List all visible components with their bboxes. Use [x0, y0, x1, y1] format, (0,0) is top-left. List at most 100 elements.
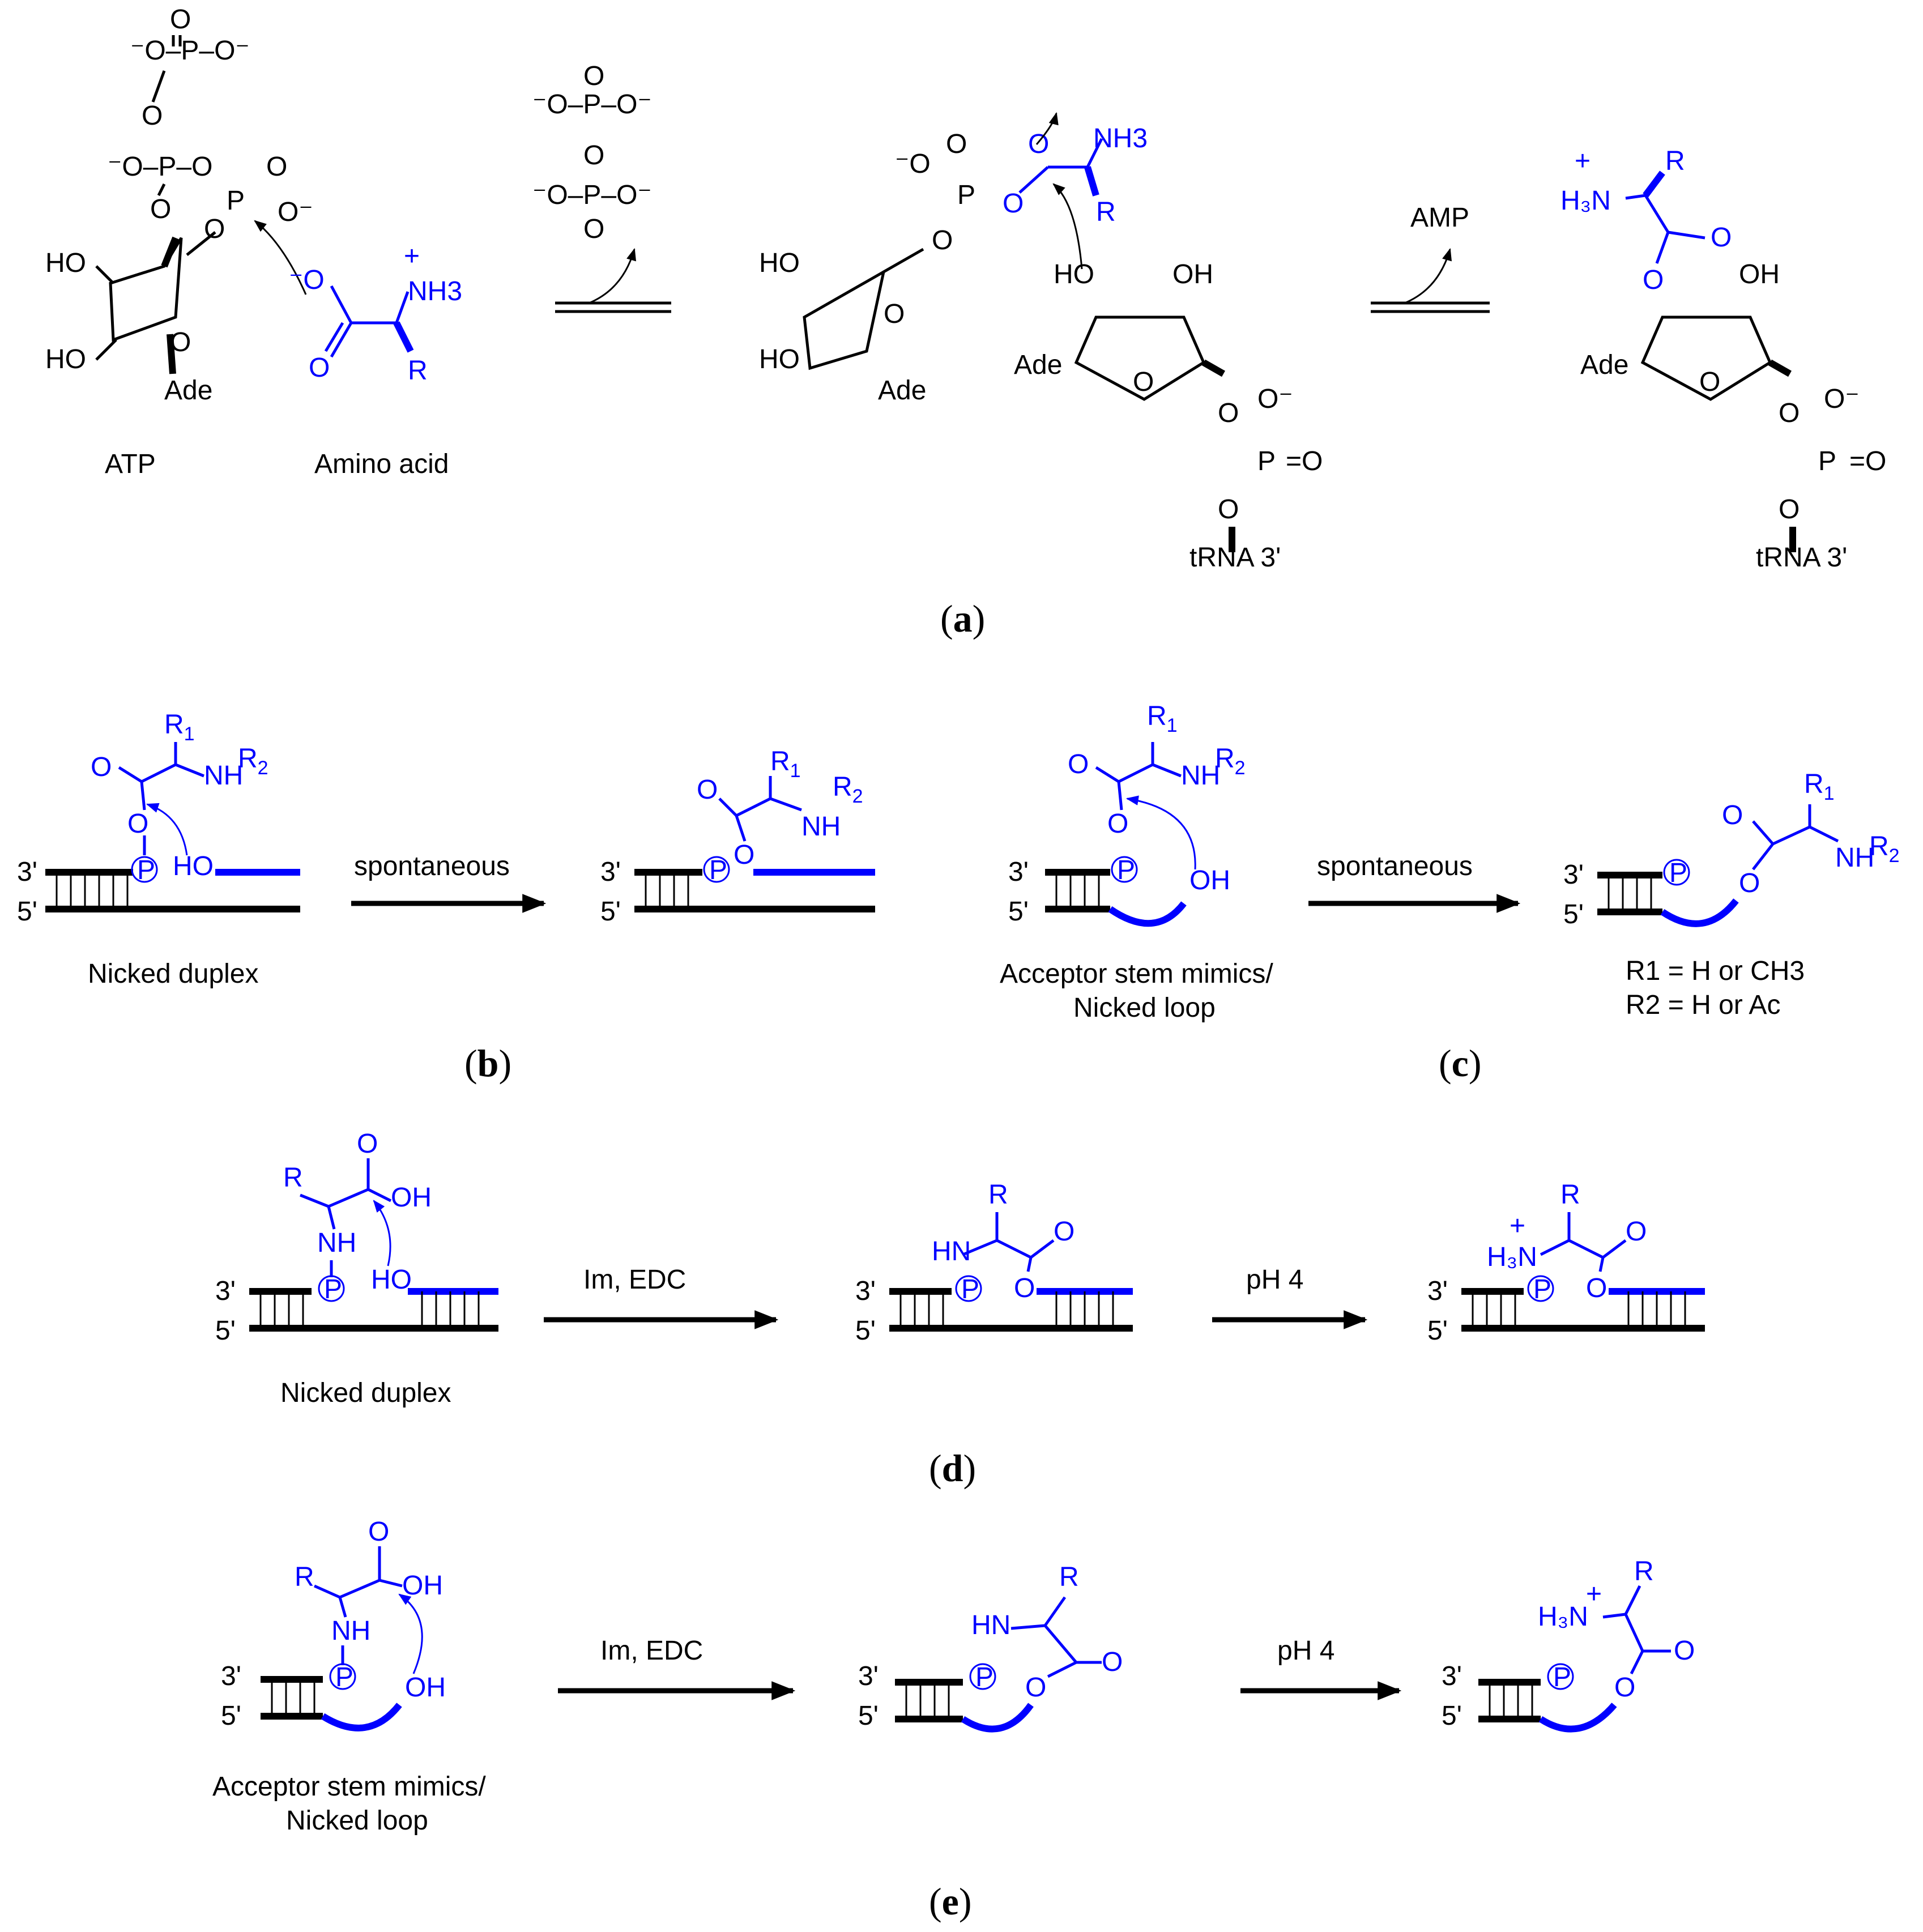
- nicked-duplex-d1: P HO 3' 5' NH R O OH Nicked duplex: [215, 1129, 498, 1408]
- svg-text:R: R: [1634, 1556, 1654, 1586]
- svg-text:O: O: [1614, 1673, 1635, 1703]
- svg-text:P: P: [335, 1662, 353, 1692]
- nicked-loop-label-c: Nicked loop: [1073, 993, 1216, 1023]
- ade-label-1: Ade: [164, 376, 212, 406]
- nh3-label-2: NH3: [1093, 123, 1148, 153]
- amino-acid-molecule: ⁻O O NH3 + R: [289, 241, 462, 386]
- svg-text:R: R: [988, 1180, 1008, 1210]
- product-e2: P 3' 5' H₃N + R O O: [1442, 1556, 1695, 1733]
- svg-text:R1: R1: [770, 747, 801, 782]
- arrow-label-d1: Im, EDC: [583, 1265, 686, 1295]
- svg-text:H₃N: H₃N: [1487, 1242, 1537, 1272]
- oh-group-1: OH: [1172, 259, 1213, 289]
- svg-text:⁻O–P–O⁻: ⁻O–P–O⁻: [130, 36, 250, 66]
- label-5prime-b1: 5': [17, 897, 37, 927]
- ho-group-2: HO: [45, 344, 86, 374]
- svg-text:O: O: [734, 840, 754, 870]
- panel-d: P HO 3' 5' NH R O OH Nicked duplex Im, E…: [215, 1129, 1705, 1490]
- svg-text:P: P: [975, 1662, 994, 1692]
- amino-acid-label: Amino acid: [314, 449, 449, 479]
- svg-text:O⁻: O⁻: [1824, 384, 1860, 414]
- product-b: P 3' 5' O O R1 NH R2: [600, 747, 875, 927]
- label-3prime-e1: 3': [221, 1661, 241, 1691]
- svg-text:+: +: [1510, 1211, 1525, 1241]
- svg-text:⁻O: ⁻O: [895, 149, 931, 179]
- svg-text:O: O: [1626, 1217, 1647, 1247]
- svg-text:O⁻: O⁻: [1257, 384, 1293, 414]
- svg-text:P: P: [961, 1274, 979, 1304]
- svg-text:O: O: [91, 752, 112, 782]
- svg-text:NH: NH: [331, 1616, 370, 1646]
- r-label-2: R: [1096, 197, 1116, 227]
- ade-label-4: Ade: [1580, 350, 1628, 380]
- panel-c: P OH 3' 5' O O R1 NH R2 Acceptor stem mi…: [1000, 701, 1900, 1085]
- label-3prime-e2: 3': [858, 1661, 879, 1691]
- svg-text:O: O: [127, 809, 148, 839]
- caption-c: (c): [1439, 1042, 1482, 1085]
- acceptor-stem-c1: P OH 3' 5' O O R1 NH R2 Acceptor stem mi…: [1000, 701, 1273, 1023]
- svg-text:HN: HN: [971, 1610, 1010, 1640]
- ho-group-1: HO: [45, 248, 86, 278]
- svg-text:P: P: [227, 186, 245, 216]
- ade-label-3: Ade: [1014, 350, 1062, 380]
- svg-text:O: O: [142, 101, 163, 131]
- nicked-duplex-label-d: Nicked duplex: [280, 1378, 451, 1408]
- ho-group-3: HO: [759, 248, 800, 278]
- svg-text:P: P: [1669, 858, 1687, 888]
- caption-d: (d): [929, 1447, 976, 1490]
- caption-a: (a): [940, 597, 985, 640]
- legend-r1: R1 = H or CH3: [1626, 956, 1805, 986]
- atp-molecule: ⁻O–P–O⁻ O O ⁻O–P–O O P O O⁻ O HO HO O Ad…: [45, 5, 313, 406]
- svg-text:R: R: [295, 1562, 314, 1592]
- svg-text:O: O: [884, 299, 905, 329]
- svg-text:R1: R1: [1804, 769, 1835, 804]
- trna-label-2: tRNA 3': [1756, 543, 1847, 573]
- equilibrium-arrow-2: AMP: [1371, 203, 1490, 313]
- svg-text:O: O: [946, 129, 967, 159]
- svg-text:+: +: [1575, 146, 1591, 176]
- svg-text:O: O: [150, 194, 171, 224]
- svg-text:R: R: [1560, 1180, 1580, 1210]
- svg-text:O: O: [1014, 1273, 1035, 1303]
- svg-text:O: O: [583, 214, 604, 244]
- panel-a: ⁻O–P–O⁻ O O ⁻O–P–O O P O O⁻ O HO HO O Ad…: [45, 5, 1886, 640]
- svg-text:O: O: [1068, 749, 1089, 779]
- svg-text:NH: NH: [1835, 843, 1874, 873]
- ho-group-5: HO: [1054, 259, 1094, 289]
- svg-text:O: O: [1107, 809, 1128, 839]
- label-5prime-e2: 5': [858, 1701, 879, 1731]
- label-5prime-d2: 5': [855, 1316, 876, 1346]
- atp-label: ATP: [105, 449, 156, 479]
- svg-text:O: O: [1218, 398, 1239, 428]
- nh3-label: NH3: [408, 276, 462, 306]
- pyrophosphate-molecule: ⁻O–P–O⁻ O O ⁻O–P–O⁻ O: [532, 61, 652, 244]
- trna-label-1: tRNA 3': [1189, 543, 1281, 573]
- svg-text:R2: R2: [238, 744, 268, 779]
- aminoacyl-trna: H₃N + R O O OH Ade O O P O⁻ =O O tRNA 3': [1560, 146, 1886, 573]
- svg-text:=O: =O: [1849, 446, 1886, 476]
- svg-text:NH: NH: [317, 1228, 356, 1258]
- arrow-label-d2: pH 4: [1246, 1265, 1303, 1295]
- acceptor-stem-label-e1: Acceptor stem mimics/: [212, 1772, 486, 1802]
- svg-text:⁻O–P–O⁻: ⁻O–P–O⁻: [532, 89, 652, 120]
- nicked-duplex-label-b: Nicked duplex: [88, 959, 259, 989]
- label-5prime-c2: 5': [1563, 899, 1584, 929]
- acceptor-stem-e1: P OH 3' 5' NH R O OH Acceptor stem mimic…: [212, 1517, 486, 1836]
- trna-terminal-ribose-1: HO OH Ade O O P O⁻ =O O tRNA 3': [1014, 259, 1323, 573]
- svg-text:P: P: [1117, 855, 1135, 885]
- svg-text:R2: R2: [1869, 831, 1900, 867]
- svg-text:HN: HN: [932, 1236, 971, 1266]
- svg-text:P: P: [709, 855, 727, 885]
- svg-text:P: P: [1553, 1662, 1571, 1692]
- svg-text:O: O: [697, 775, 718, 805]
- panel-e: P OH 3' 5' NH R O OH Acceptor stem mimic…: [212, 1517, 1695, 1923]
- amp-label: AMP: [1410, 203, 1469, 233]
- label-5prime-d3: 5': [1427, 1316, 1448, 1346]
- label-3prime-e3: 3': [1442, 1661, 1462, 1691]
- svg-text:=O: =O: [1286, 446, 1323, 476]
- svg-text:O: O: [1739, 868, 1760, 898]
- caption-e: (e): [929, 1880, 972, 1923]
- svg-text:R: R: [1059, 1562, 1079, 1592]
- svg-text:⁻O–P–O⁻: ⁻O–P–O⁻: [532, 180, 652, 210]
- svg-text:NH: NH: [1181, 761, 1220, 791]
